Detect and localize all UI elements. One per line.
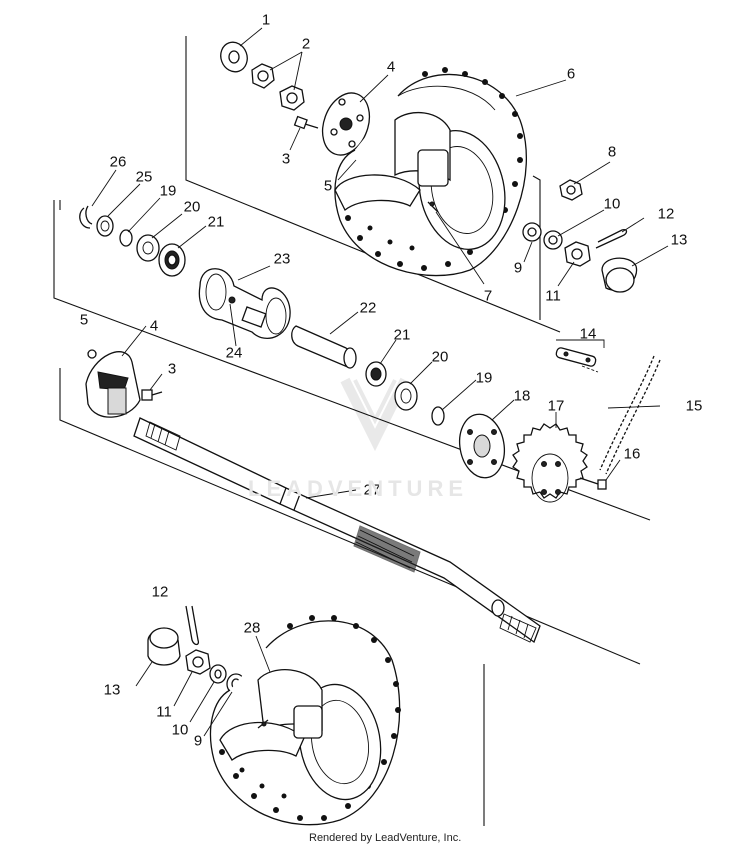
- part-18-sprocket-hub: [458, 413, 506, 479]
- callout-24: 24: [225, 344, 243, 362]
- part-16-bolt: [579, 477, 607, 490]
- part-14-master-link: [555, 339, 605, 373]
- part-3-bolt: [293, 115, 319, 130]
- callout-13-upper: 13: [670, 231, 688, 249]
- callout-10-lower: 10: [171, 721, 189, 739]
- callout-3-lower: 3: [167, 360, 177, 378]
- bearing-group-outline: [53, 200, 651, 521]
- callout-4-lower: 4: [149, 317, 159, 335]
- part-20-seal-right: [394, 381, 418, 411]
- callout-6: 6: [566, 65, 576, 83]
- callout-9-upper: 9: [513, 259, 523, 277]
- callout-15: 15: [685, 397, 703, 415]
- part-28-lower-wheel: [209, 615, 401, 826]
- render-credit: Rendered by LeadVenture, Inc.: [309, 832, 462, 844]
- callout-18: 18: [513, 387, 531, 405]
- part-23-bearing-housing: [198, 268, 291, 339]
- callout-28: 28: [243, 619, 261, 637]
- callout-2: 2: [301, 35, 311, 53]
- callout-13-lower: 13: [103, 681, 121, 699]
- watermark-text: LEADVENTURE: [248, 476, 469, 501]
- callout-20-right: 20: [431, 348, 449, 366]
- callout-12-lower: 12: [151, 583, 169, 601]
- callout-5-lower: 5: [79, 311, 89, 329]
- part-27-rear-axle: [133, 417, 541, 644]
- part-26-snap-ring: [79, 205, 93, 229]
- part-19-o-ring-left: [119, 229, 133, 247]
- part-8-lug-nut: [559, 179, 583, 201]
- callout-3-upper: 3: [281, 150, 291, 168]
- part-22-spacer-tube: [291, 325, 357, 369]
- part-21-bearing-right: [365, 361, 387, 387]
- callout-21-right: 21: [393, 326, 411, 344]
- callout-17: 17: [547, 397, 565, 415]
- leader-lines: [91, 27, 669, 737]
- axle-group-outline: [59, 368, 641, 665]
- callout-22: 22: [359, 299, 377, 317]
- upper-hub-group-outline: [185, 36, 561, 333]
- callout-4-upper: 4: [386, 58, 396, 76]
- part-21-bearing-left: [158, 243, 186, 277]
- part-11-castle-nut-upper: [564, 241, 591, 267]
- part-6-wheel-tire: [334, 67, 528, 277]
- callout-7: 7: [483, 287, 493, 305]
- callout-14: 14: [579, 325, 597, 343]
- part-25-seal: [96, 215, 114, 237]
- callout-21-left: 21: [207, 213, 225, 231]
- part-12-cotter-pin-lower: [185, 605, 200, 646]
- callout-8: 8: [607, 143, 617, 161]
- part-5-nut-left: [87, 349, 97, 359]
- callout-23: 23: [273, 250, 291, 268]
- part-13-hub-cap-upper: [601, 257, 638, 293]
- part-13-hub-cap-lower: [147, 627, 181, 666]
- part-17-sprocket: [512, 423, 588, 503]
- callout-9-lower: 9: [193, 732, 203, 750]
- part-15-drive-chain: [599, 355, 661, 475]
- part-3-bolt-left: [141, 389, 163, 401]
- part-4-brake-disc: [85, 351, 141, 418]
- part-2-nut-b: [279, 85, 305, 111]
- callout-27: 27: [363, 481, 381, 499]
- callout-16: 16: [623, 445, 641, 463]
- callout-1: 1: [261, 11, 271, 29]
- part-7-wheel-stud: [427, 201, 439, 213]
- part-11-castle-nut-lower: [185, 649, 211, 675]
- part-4-hub-flange: [321, 92, 371, 156]
- part-1-washer: [220, 41, 248, 73]
- part-10-washer-lower: [209, 664, 227, 684]
- callout-11-upper: 11: [545, 287, 561, 305]
- callout-19-left: 19: [159, 182, 177, 200]
- part-19-o-ring-right: [431, 406, 445, 426]
- part-9-washer-upper: [522, 222, 542, 242]
- callout-5-upper: 5: [323, 177, 333, 195]
- part-20-seal-left: [136, 234, 160, 262]
- part-2-nut-a: [251, 63, 275, 89]
- callout-10-upper: 10: [603, 195, 621, 213]
- callout-26: 26: [109, 153, 127, 171]
- part-10-washer-upper: [543, 230, 563, 250]
- callout-11-lower: 11: [156, 703, 172, 721]
- callout-12-upper: 12: [657, 205, 675, 223]
- callout-20-left: 20: [183, 198, 201, 216]
- callout-19-right: 19: [475, 369, 493, 387]
- callout-25: 25: [135, 168, 153, 186]
- part-12-cotter-pin-upper: [595, 228, 628, 249]
